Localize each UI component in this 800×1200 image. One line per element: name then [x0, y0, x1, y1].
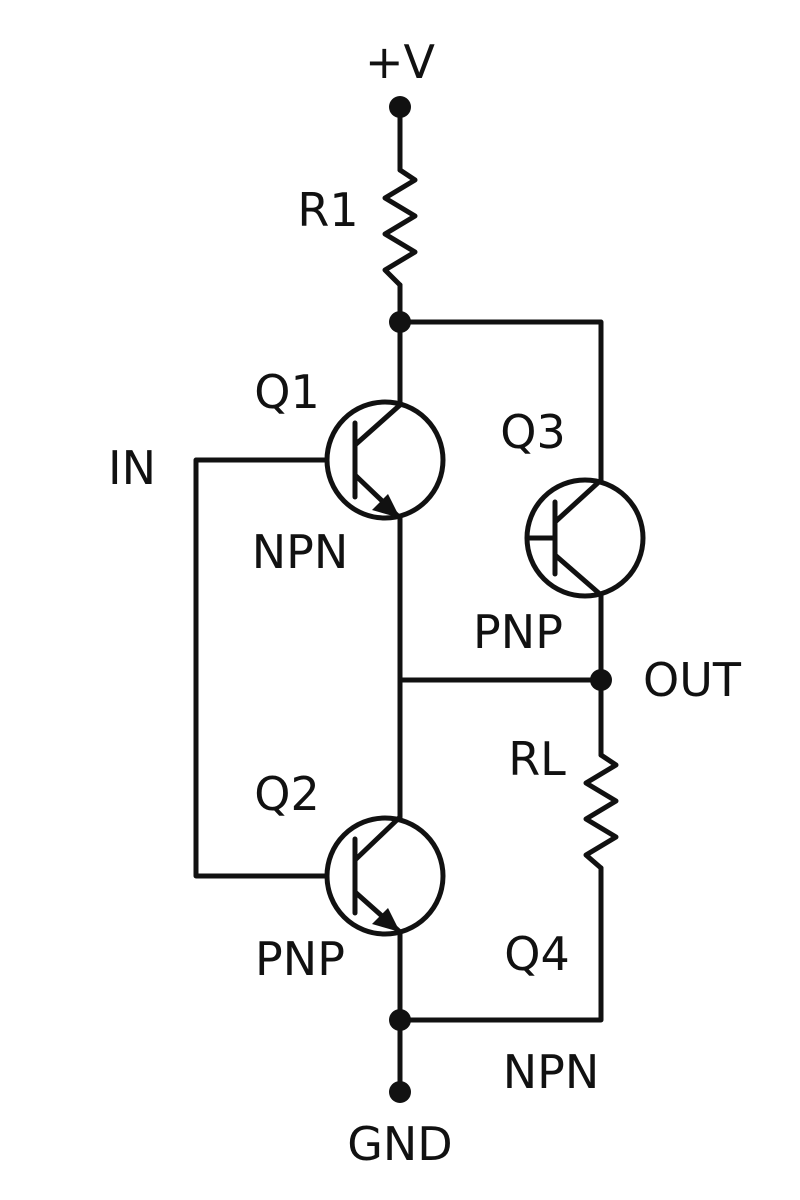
input-label: IN	[108, 441, 156, 495]
transistor-q2-body	[324, 815, 446, 937]
transistor-q1-body	[324, 399, 446, 521]
resistor-rl-zigzag	[583, 752, 619, 871]
ground-terminal-dot	[389, 1081, 411, 1103]
ground-label: GND	[347, 1117, 452, 1171]
transistor-q3	[524, 477, 646, 599]
supply-label: +V	[365, 35, 436, 89]
q3-type-label: PNP	[473, 605, 563, 659]
supply-terminal-dot	[389, 96, 411, 118]
q1-ref-label: Q1	[254, 365, 319, 419]
q4-ref-label: Q4	[504, 927, 569, 981]
transistor-q3-upper-lead	[552, 477, 604, 525]
resistor-r1-zigzag	[382, 167, 418, 288]
transistor-q1	[324, 399, 446, 521]
wire-top-rail-to-q3	[397, 319, 604, 483]
rl-label: RL	[508, 732, 566, 786]
r1-label: R1	[297, 183, 358, 237]
wires	[193, 104, 604, 1095]
transistor-q2-emitter-arrow	[372, 908, 400, 932]
transistor-q3-body	[524, 477, 646, 599]
q4-type-label: NPN	[503, 1045, 600, 1099]
top-node-dot	[389, 311, 411, 333]
wire-rl-to-bottom-rail	[397, 865, 604, 1023]
transistor-q2-collector-lead	[352, 814, 403, 863]
transistor-q1-collector-lead	[352, 402, 403, 448]
labels: +V GND IN OUT R1 RL Q1 NPN Q2 PNP Q3 PNP…	[108, 35, 742, 1171]
transistor-q2	[324, 814, 446, 937]
q2-ref-label: Q2	[254, 767, 319, 821]
q3-ref-label: Q3	[500, 405, 565, 459]
q2-type-label: PNP	[255, 932, 345, 986]
transistor-q1-emitter-arrow	[372, 494, 400, 518]
wire-input-to-bases	[193, 457, 329, 879]
output-node-dot	[590, 669, 612, 691]
junctions	[389, 96, 612, 1103]
resistor-rl	[583, 752, 619, 871]
transistor-q3-lower-lead	[552, 552, 604, 598]
output-label: OUT	[643, 653, 742, 707]
resistor-r1	[382, 167, 418, 288]
q1-type-label: NPN	[252, 525, 349, 579]
bottom-node-dot	[389, 1009, 411, 1031]
